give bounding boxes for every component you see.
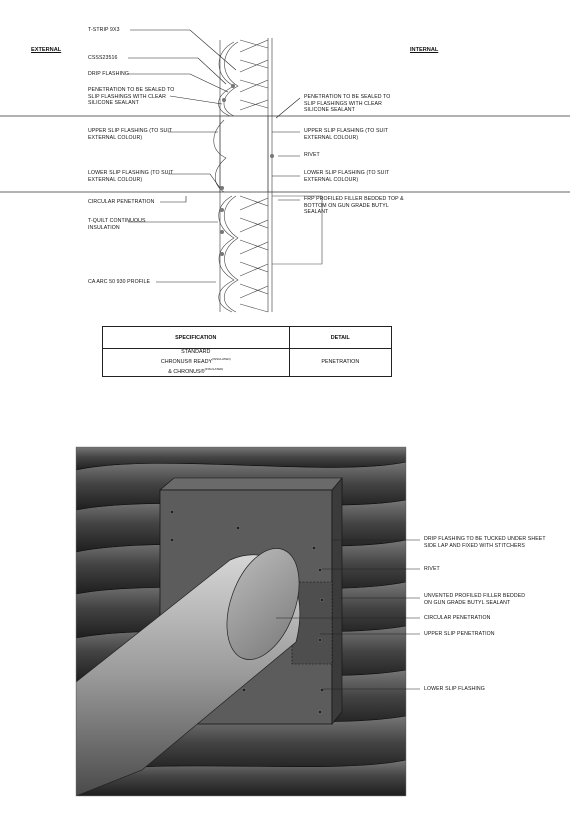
label-lower-slip-right: LOWER SLIP FLASHING (TO SUIT EXTERNAL CO…	[304, 170, 390, 183]
spec-line3-sup: (insulated)	[204, 366, 224, 371]
label-iso-unvented-filler: UNVENTED PROFILED FILLER BEDDED ON GUN G…	[424, 593, 526, 606]
label-iso-lower-slip: LOWER SLIP FLASHING	[424, 686, 485, 692]
detail-cell: PENETRATION	[288, 348, 393, 377]
label-penetration-sealed-right: PENETRATION TO BE SEALED TO SLIP FLASHIN…	[304, 94, 391, 114]
label-drip-flashing: DRIP FLASHING	[88, 71, 129, 77]
frp-bracket	[272, 195, 323, 265]
label-ca-arc-profile: CA ARC 50 930 PROFILE	[88, 279, 151, 285]
left-leaders	[128, 29, 237, 283]
iso-scene	[76, 447, 406, 796]
lower-profile	[218, 195, 269, 313]
label-lower-slip-left: LOWER SLIP FLASHING (TO SUIT EXTERNAL CO…	[88, 170, 174, 183]
spec-line2: CHRONUS® READY	[160, 358, 213, 365]
fastener-dots	[220, 84, 274, 256]
iso-leaders	[276, 539, 420, 690]
circular-penetration-pipe	[76, 548, 301, 796]
spec-line1: STANDARD	[181, 349, 211, 355]
label-upper-slip-right: UPPER SLIP FLASHING (TO SUIT EXTERNAL CO…	[304, 128, 389, 141]
label-csss: CSSS23516	[88, 55, 118, 61]
label-iso-circular-penetration: CIRCULAR PENETRATION	[424, 615, 491, 621]
label-internal: INTERNAL	[410, 47, 439, 53]
spec-cell: STANDARD CHRONUS® READY(insulated) & CHR…	[102, 348, 290, 377]
label-t-strip: T-STRIP 9x3	[88, 27, 120, 33]
label-frp-filler: FRP PROFILED FILLER BEDDED TOP & BOTTOM …	[304, 196, 404, 216]
spec-line3: & CHRONUS®	[168, 368, 205, 375]
label-iso-rivet: RIVET	[424, 566, 440, 572]
label-rivet-top: RIVET	[304, 152, 320, 158]
label-iso-drip-flashing: DRIP FLASHING TO BE TUCKED UNDER SHEET S…	[424, 536, 546, 549]
spec-table: SPECIFICATION DETAIL STANDARD CHRONUS® R…	[102, 326, 393, 377]
label-penetration-sealed-left: PENETRATION TO BE SEALED TO SLIP FLASHIN…	[88, 87, 175, 107]
spec-line2-sup: (insulated)	[212, 357, 231, 361]
right-leaders	[272, 97, 301, 201]
label-upper-slip-left: UPPER SLIP FLASHING (TO SUIT EXTERNAL CO…	[88, 128, 173, 141]
label-external: EXTERNAL	[31, 47, 62, 53]
detail-header: DETAIL	[288, 326, 393, 349]
label-iso-upper-slip: UPPER SLIP PENETRATION	[424, 631, 495, 637]
label-circular-penetration: CIRCULAR PENETRATION	[88, 199, 155, 205]
drip-flashing-shape	[159, 477, 343, 491]
slip-flashing-right-face	[331, 477, 343, 725]
label-t-quilt: T-QUILT CONTINUOUS INSULATION	[88, 218, 146, 231]
